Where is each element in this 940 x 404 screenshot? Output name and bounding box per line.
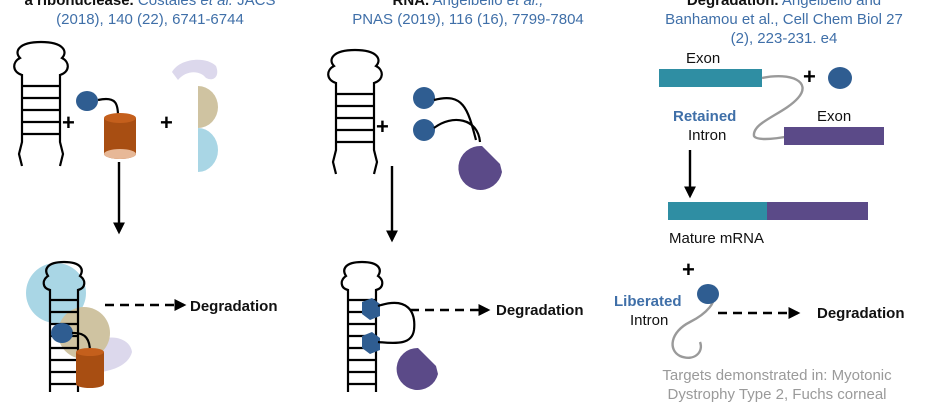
panel2-caption-line2: PNAS (2019), 116 (16), 7799-7804 bbox=[352, 11, 584, 28]
targets-note: Targets demonstrated in: Myotonic Dystro… bbox=[612, 366, 940, 404]
panel2-degradation-label: Degradation bbox=[496, 302, 584, 319]
panel3-mature-label: Mature mRNA bbox=[669, 230, 764, 247]
panel1-degradation-complex-icon bbox=[26, 260, 132, 394]
panel3-liberated-intron-icon bbox=[671, 284, 719, 359]
panel1-rna-hairpin-icon bbox=[13, 40, 69, 168]
panel1-small-molecule-icon bbox=[76, 91, 120, 117]
panel1-caption-ref: Costales bbox=[137, 0, 197, 9]
panel2-dimeric-small-molecule-icon bbox=[413, 87, 482, 143]
panel3-intron-label: Intron bbox=[688, 127, 726, 144]
panel2-rna-hairpin-icon bbox=[327, 48, 383, 176]
panel2-caption-etal: et al., bbox=[506, 0, 544, 9]
panel1-plus-b: + bbox=[160, 110, 173, 135]
panel3-caption-ref: Angelbello and bbox=[781, 0, 882, 9]
panel3-degradation-label: Degradation bbox=[817, 305, 905, 322]
panel3-plus-mid: + bbox=[682, 257, 695, 282]
panel3-retained-label: Retained bbox=[673, 108, 736, 125]
panel2-degradation-complex-icon bbox=[340, 260, 438, 394]
panel1-caption: a ribonuclease. Costales et al. JACS (20… bbox=[0, 0, 300, 29]
panel3-exon-top-label: Exon bbox=[686, 50, 720, 67]
targets-line1: Targets demonstrated in: Myotonic bbox=[662, 367, 892, 384]
panel3-exon-right-label: Exon bbox=[817, 108, 851, 125]
panel3-mature-exon-a bbox=[668, 202, 767, 220]
panel3-plus-top: + bbox=[803, 64, 816, 89]
panel3-caption-bold: Degradation. bbox=[686, 0, 779, 9]
panel1-caption-journal: JACS bbox=[237, 0, 276, 9]
panel2-caption-ref: Angelbello bbox=[432, 0, 503, 9]
panel1-caption-line2: (2018), 140 (22), 6741-6744 bbox=[56, 11, 244, 28]
panel1-degradation-label: Degradation bbox=[190, 298, 278, 315]
panel1-plus-a: + bbox=[62, 110, 75, 135]
panel1-caption-bold: a ribonuclease. bbox=[24, 0, 134, 9]
panel3-retained-intron-line bbox=[752, 75, 804, 141]
panel3-caption: Degradation. Angelbello and Banhamou et … bbox=[628, 0, 940, 48]
panel3-mature-exon-b bbox=[767, 202, 868, 220]
panel1-caption-etal: et al. bbox=[200, 0, 233, 9]
panel1-ribonuclease-icon bbox=[104, 113, 136, 159]
panel3-intron-label-2: Intron bbox=[630, 312, 668, 329]
panel3-liberated-label: Liberated bbox=[614, 293, 682, 310]
panel3-exon-right-bar bbox=[784, 127, 884, 145]
panel2-caption-bold: RNA. bbox=[392, 0, 430, 9]
panel2-plus: + bbox=[376, 114, 389, 139]
panel3-small-molecule-icon bbox=[828, 67, 852, 89]
panel1-rnase-complex-icon bbox=[172, 59, 218, 172]
panel3-caption-line2: Banhamou et al., Cell Chem Biol 27 bbox=[665, 11, 903, 28]
panel2-caption: RNA. Angelbello et al., PNAS (2019), 116… bbox=[318, 0, 618, 29]
targets-line2: Dystrophy Type 2, Fuchs corneal bbox=[667, 386, 887, 403]
panel3-exon-left-bar bbox=[659, 69, 762, 87]
panel3-caption-line3: (2), 223-231. e4 bbox=[730, 30, 838, 47]
panel2-rnase-l-icon bbox=[458, 145, 502, 190]
